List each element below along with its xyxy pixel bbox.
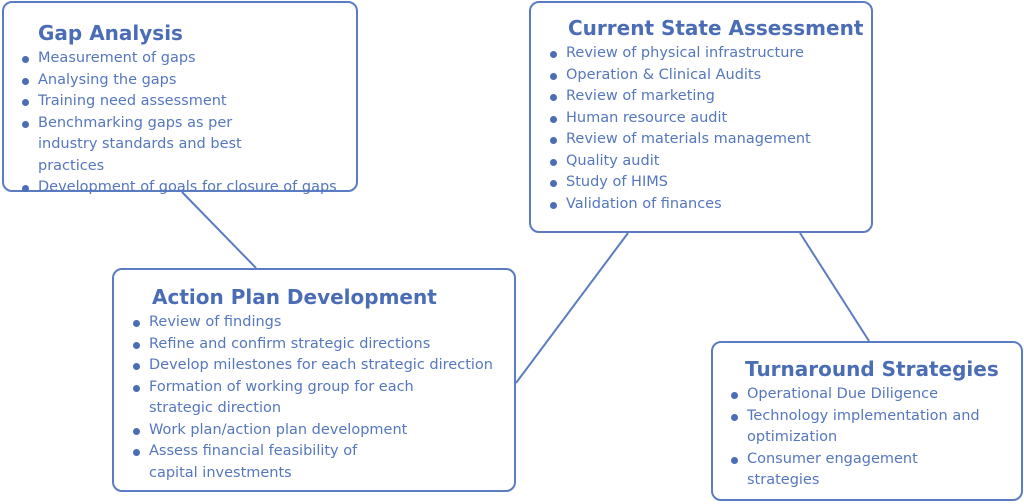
connector-current-to-turnaround <box>799 232 870 342</box>
list-item: Development of goals for closure of gaps <box>22 177 350 199</box>
turnaround-title: Turnaround Strategies <box>745 357 999 381</box>
list-item: Analysing the gaps <box>22 70 350 92</box>
list-item: Training need assessment <box>22 91 350 113</box>
gap-analysis-list: Measurement of gaps Analysing the gaps T… <box>22 48 350 199</box>
list-item: Review of findings <box>133 312 510 334</box>
turnaround-strategies-box: Turnaround Strategies Operational Due Di… <box>711 341 1023 501</box>
list-item: Human resource audit <box>550 108 865 130</box>
connector-gap-to-action <box>181 191 257 269</box>
list-item: Quality audit <box>550 151 865 173</box>
list-item: Review of marketing <box>550 86 865 108</box>
list-item: Develop milestones for each strategic di… <box>133 355 510 377</box>
gap-analysis-box: Gap Analysis Measurement of gaps Analysi… <box>2 1 358 195</box>
list-item: Technology implementation and optimizati… <box>731 406 1017 449</box>
action-plan-list: Review of findings Refine and confirm st… <box>133 312 510 484</box>
current-state-assessment-box: Current State Assessment Review of physi… <box>529 1 873 233</box>
list-item: Refine and confirm strategic directions <box>133 334 510 356</box>
list-item: Benchmarking gaps as per industry standa… <box>22 113 350 178</box>
current-state-list: Review of physical infrastructure Operat… <box>550 43 865 215</box>
connector-action-to-current <box>515 232 629 384</box>
action-plan-title: Action Plan Development <box>152 285 437 309</box>
list-item: Work plan/action plan development <box>133 420 510 442</box>
list-item: Validation of finances <box>550 194 865 216</box>
list-item: Measurement of gaps <box>22 48 350 70</box>
list-item: Review of materials management <box>550 129 865 151</box>
gap-analysis-title: Gap Analysis <box>38 21 183 45</box>
list-item: Study of HIMS <box>550 172 865 194</box>
list-item: Formation of working group for each stra… <box>133 377 510 420</box>
turnaround-list: Operational Due Diligence Technology imp… <box>731 384 1017 492</box>
list-item: Consumer engagement strategies <box>731 449 1017 492</box>
list-item: Operational Due Diligence <box>731 384 1017 406</box>
action-plan-development-box: Action Plan Development Review of findin… <box>112 268 516 492</box>
list-item: Assess financial feasibility of capital … <box>133 441 510 484</box>
list-item: Review of physical infrastructure <box>550 43 865 65</box>
current-state-title: Current State Assessment <box>568 16 864 40</box>
list-item: Operation & Clinical Audits <box>550 65 865 87</box>
